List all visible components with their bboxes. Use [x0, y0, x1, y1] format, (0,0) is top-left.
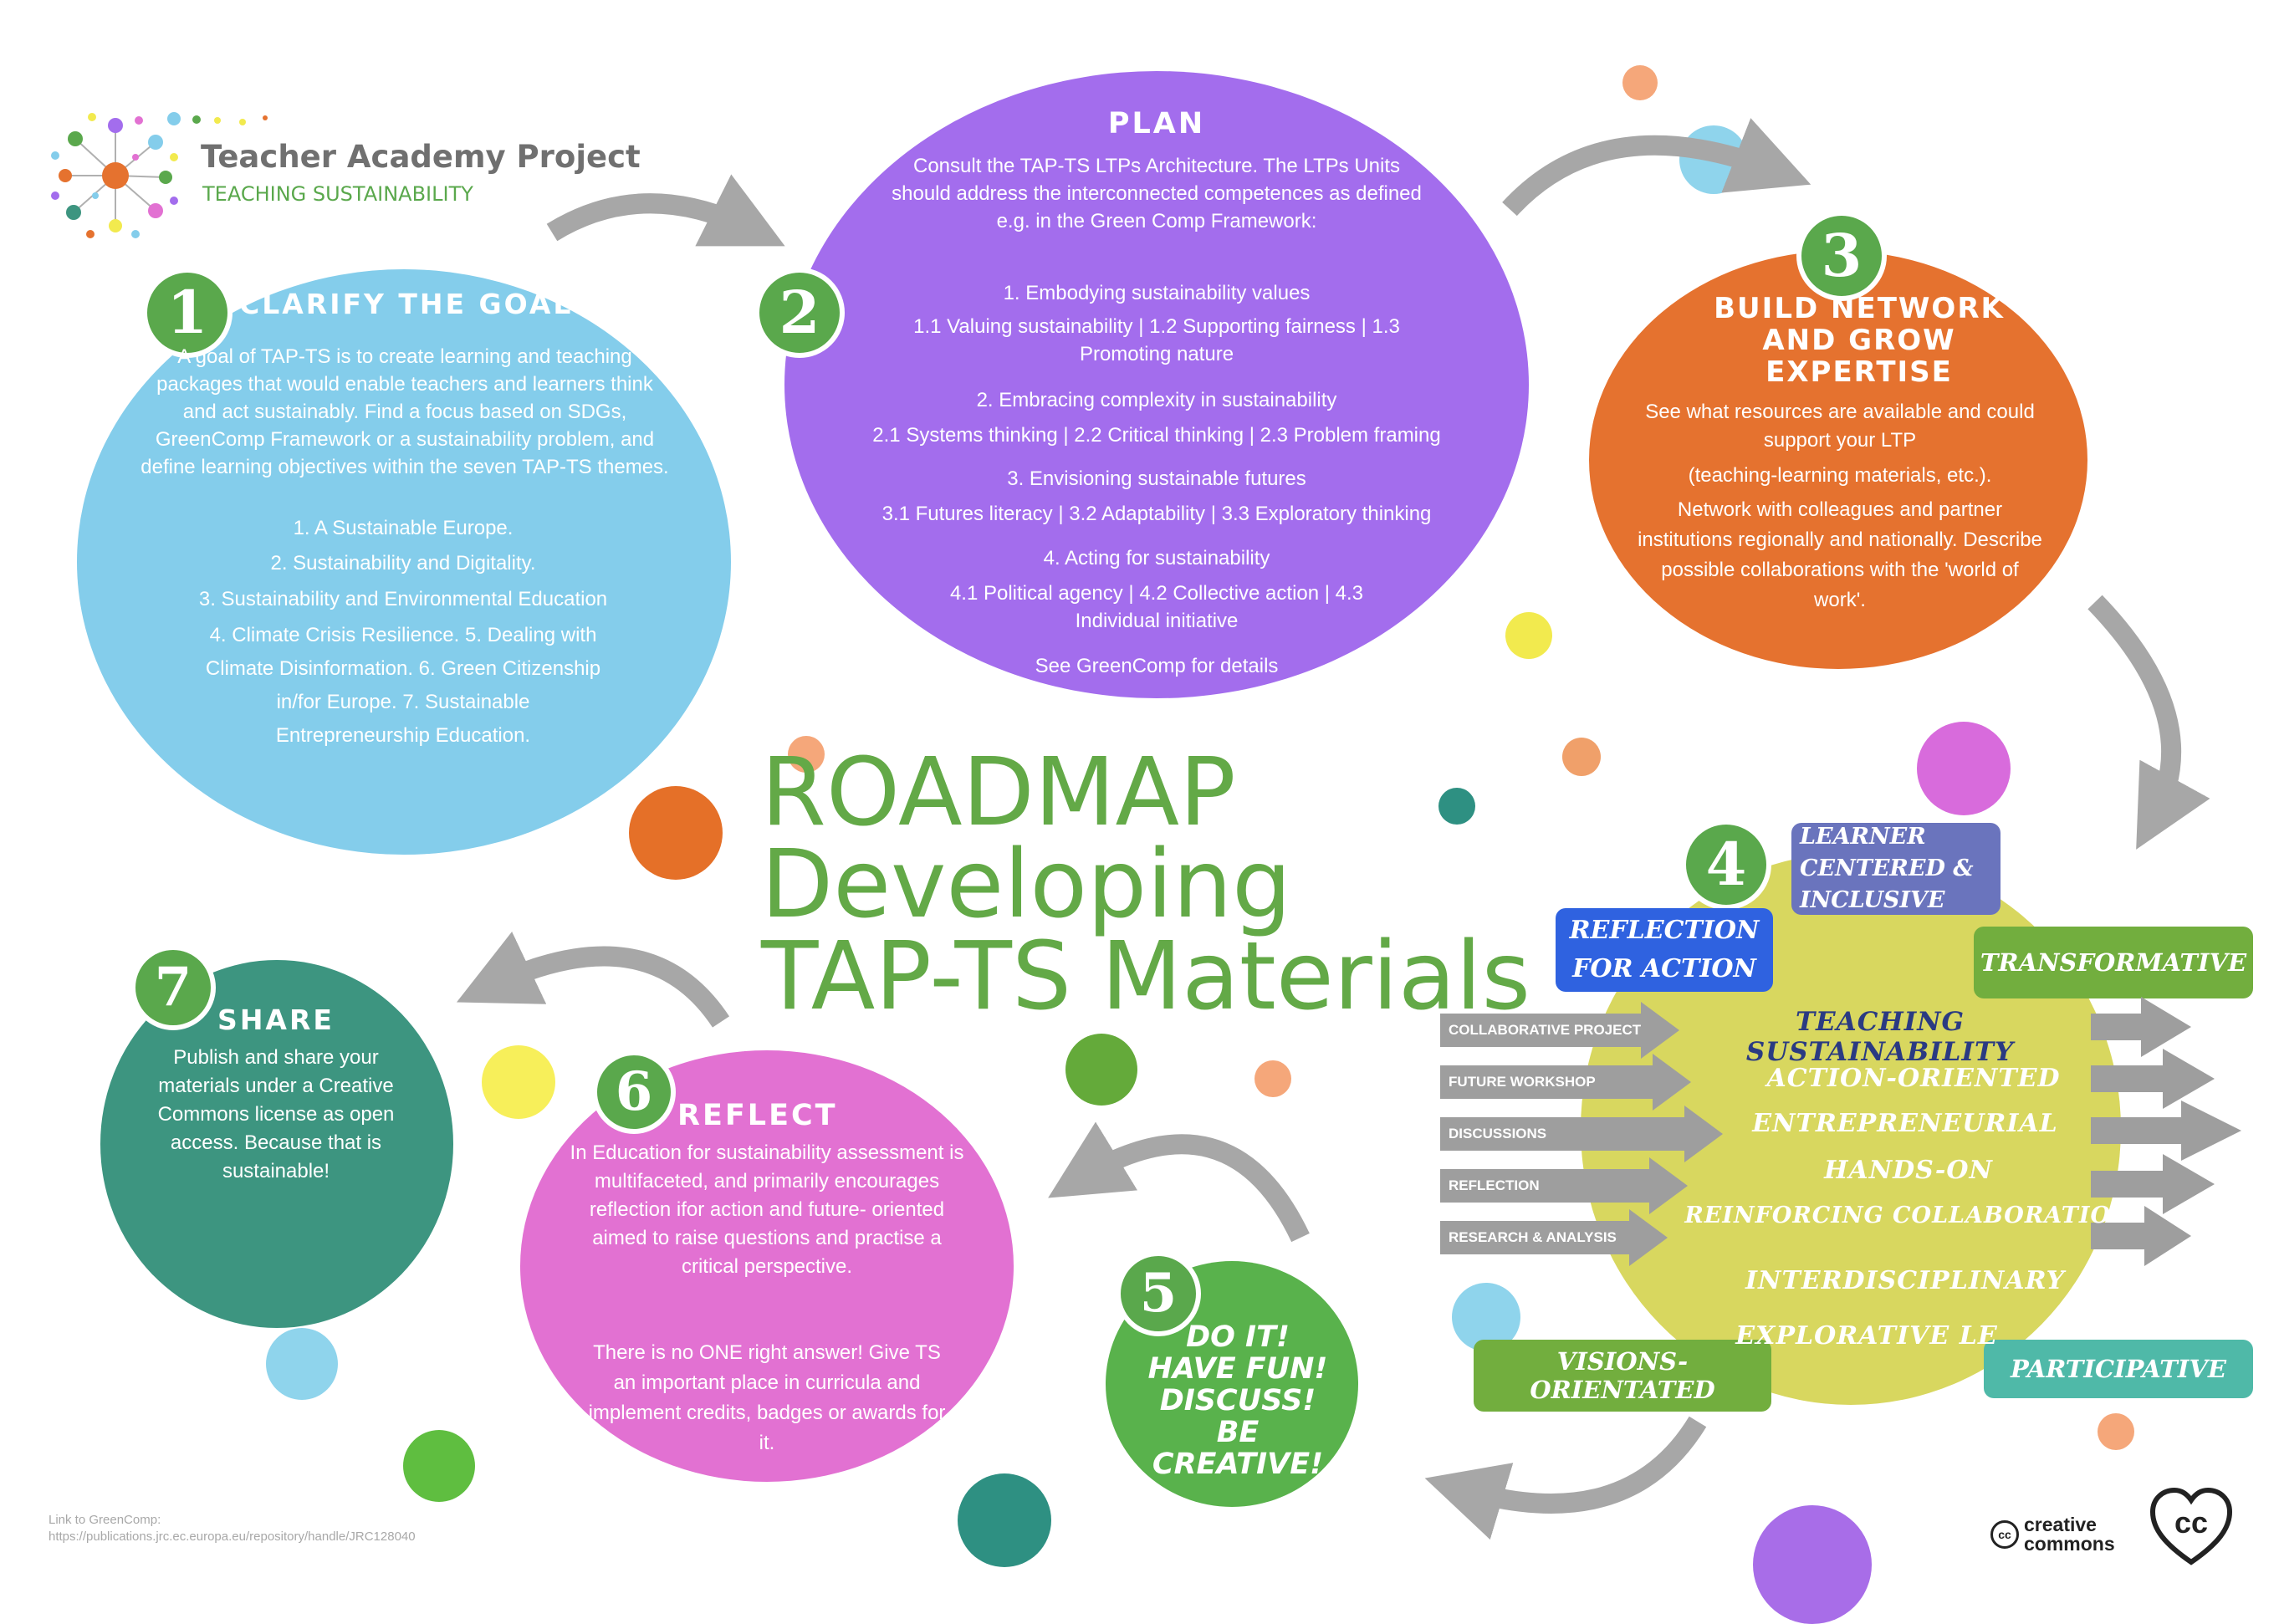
decor-dot	[1562, 738, 1601, 776]
step-1-circle	[77, 269, 731, 855]
logo-name: Teacher Academy Project	[201, 139, 641, 175]
decor-dot	[1254, 1060, 1291, 1097]
arrow-4-to-5	[1424, 1416, 1707, 1540]
arrow-2-to-3	[1502, 118, 1811, 217]
step-3-text-2: (teaching-learning materials, etc.).	[1688, 464, 1992, 487]
decor-dot	[1917, 722, 2011, 815]
step-3-circle	[1589, 251, 2087, 669]
method-arrow-head	[1629, 1209, 1668, 1266]
method-discussions: DISCUSSIONS	[1440, 1117, 1693, 1151]
tag-visions-orientated: VISIONS-ORIENTATED	[1474, 1340, 1771, 1412]
step-3-text-3: Network with colleagues and partner inst…	[1638, 498, 2042, 611]
step-7-badge: 7	[130, 945, 216, 1030]
step-3-badge: 3	[1796, 211, 1887, 301]
quality-entrepreneurial: ENTREPRENEURIAL	[1752, 1109, 2058, 1138]
arrow-5-to-6	[1048, 1121, 1310, 1243]
step-2-item-1-sub: 1.1 Valuing sustainability | 1.2 Support…	[913, 315, 1400, 365]
decor-dot	[788, 736, 825, 773]
logo-icon	[51, 113, 178, 238]
logo-tagline: TEACHING SUSTAINABILITY	[202, 182, 473, 206]
step-2-item-4-sub: 4.1 Political agency | 4.2 Collective ac…	[949, 582, 1364, 632]
step-1-text: A goal of TAP-TS is to create learning a…	[141, 345, 669, 478]
decor-dot	[482, 1045, 555, 1119]
method-collaborative-projects: COLLABORATIVE PROJECTS	[1440, 1014, 1649, 1047]
cc-badge-text: cc	[2174, 1505, 2209, 1540]
decor-dot	[266, 1328, 338, 1400]
quality-interdisciplinary: INTERDISCIPLINARY	[1745, 1266, 2065, 1295]
roadmap-title-line-3: TAP-TS Materials	[761, 922, 1531, 1031]
step-2-footer: See GreenComp for details	[1035, 655, 1279, 677]
footnote-label: Link to GreenComp:	[49, 1513, 161, 1527]
step-5-title: DO IT! HAVE FUN! DISCUSS! BE CREATIVE!	[1147, 1320, 1328, 1481]
decor-dot	[1065, 1034, 1137, 1106]
step-2-item-4-head: 4. Acting for sustainability	[1043, 547, 1270, 569]
method-arrow-head	[1684, 1106, 1723, 1162]
creative-commons-logo: cc creative commons	[1990, 1512, 2158, 1559]
step-2-item-2-head: 2. Embracing complexity in sustainabilit…	[976, 389, 1337, 411]
step-6-circle	[520, 1050, 1014, 1482]
logo-dots	[159, 109, 309, 134]
method-arrow-head	[1649, 1157, 1688, 1214]
step-1-theme-4: 4. Climate Crisis Resilience. 5. Dealing…	[205, 624, 601, 747]
step-2-item-2-sub: 2.1 Systems thinking | 2.2 Critical thin…	[872, 424, 1441, 447]
step-2-title: PLAN	[1107, 107, 1206, 140]
step-6-title: REFLECT	[677, 1099, 838, 1132]
arrow-3-to-4	[2087, 595, 2210, 850]
footnote-url[interactable]: https://publications.jrc.ec.europa.eu/re…	[49, 1530, 416, 1544]
method-arrow-head	[1653, 1054, 1691, 1111]
quality-action-oriented: ACTION-ORIENTED	[1766, 1064, 2061, 1093]
cc-small-icon: cc	[1990, 1520, 2019, 1549]
step-2-intro: Consult the TAP-TS LTPs Architecture. Th…	[892, 155, 1422, 232]
output-arrows	[2091, 997, 2241, 1266]
step-1-theme-2: 2. Sustainability and Digitality.	[270, 552, 536, 575]
method-arrow-head	[1641, 1002, 1679, 1059]
step-2-item-3-head: 3. Envisioning sustainable futures	[1007, 467, 1306, 490]
step-2-badge: 2	[754, 268, 845, 358]
step-7-text: Publish and share your materials under a…	[157, 1046, 395, 1182]
step-5-badge: 5	[1116, 1251, 1201, 1336]
method-reflection: REFLECTION	[1440, 1169, 1658, 1203]
step-6-badge: 6	[592, 1050, 676, 1134]
quality-hands-on: HANDS-ON	[1824, 1156, 1993, 1185]
decor-dot	[2098, 1413, 2134, 1450]
step-1-theme-3: 3. Sustainability and Environmental Educ…	[198, 588, 608, 610]
step-2-item-3-sub: 3.1 Futures literacy | 3.2 Adaptability …	[881, 503, 1432, 525]
tag-reflection-for-action: REFLECTION FOR ACTION	[1556, 908, 1773, 992]
roadmap-title-line-1: ROADMAP	[761, 738, 1236, 847]
decor-dot	[629, 786, 723, 880]
tag-participative: PARTICIPATIVE	[1984, 1340, 2253, 1398]
arrow-6-to-7	[456, 932, 730, 1028]
method-research-analysis: RESEARCH & ANALYSIS	[1440, 1221, 1638, 1254]
decor-dot	[1622, 65, 1658, 100]
method-future-workshop: FUTURE WORKSHOP	[1440, 1065, 1661, 1099]
decor-dot	[958, 1473, 1051, 1567]
decor-dot	[1438, 788, 1475, 825]
quality-reinforcing-collaboration: REINFORCING COLLABORATION	[1684, 1203, 2133, 1228]
tag-transformative: TRANSFORMATIVE	[1974, 927, 2253, 998]
step-2-item-1-head: 1. Embodying sustainability values	[1003, 282, 1311, 304]
decor-dot	[1505, 612, 1552, 659]
step-1-title: CLARIFY THE GOAL	[239, 288, 574, 320]
step-4-badge: 4	[1681, 820, 1771, 910]
cc-heart-icon	[2149, 1487, 2233, 1565]
step-1-badge: 1	[142, 268, 232, 358]
arrow-1-to-2	[546, 174, 785, 247]
roadmap-title-line-2: Developing	[761, 830, 1292, 939]
step-1-theme-1: 1. A Sustainable Europe.	[293, 517, 514, 539]
cc-wordmark: creative commons	[2024, 1514, 2115, 1555]
step-6-text-1: In Education for sustainability assessme…	[570, 1141, 964, 1278]
step-7-title: SHARE	[217, 1004, 335, 1036]
tag-learner-centered: LEARNER CENTERED & INCLUSIVE	[1791, 823, 2001, 915]
quality-explorative: EXPLORATIVE LE	[1735, 1321, 1998, 1351]
step-6-text-2: There is no ONE right answer! Give TS an…	[588, 1341, 946, 1454]
teaching-sustainability-label: TEACHING SUSTAINABILITY	[1745, 1007, 2015, 1067]
step-2-circle	[784, 71, 1529, 698]
step-3-text-1: See what resources are available and cou…	[1645, 401, 2035, 452]
decor-dot	[403, 1430, 475, 1502]
step-3-title: BUILD NETWORK AND GROW EXPERTISE	[1714, 292, 2005, 389]
